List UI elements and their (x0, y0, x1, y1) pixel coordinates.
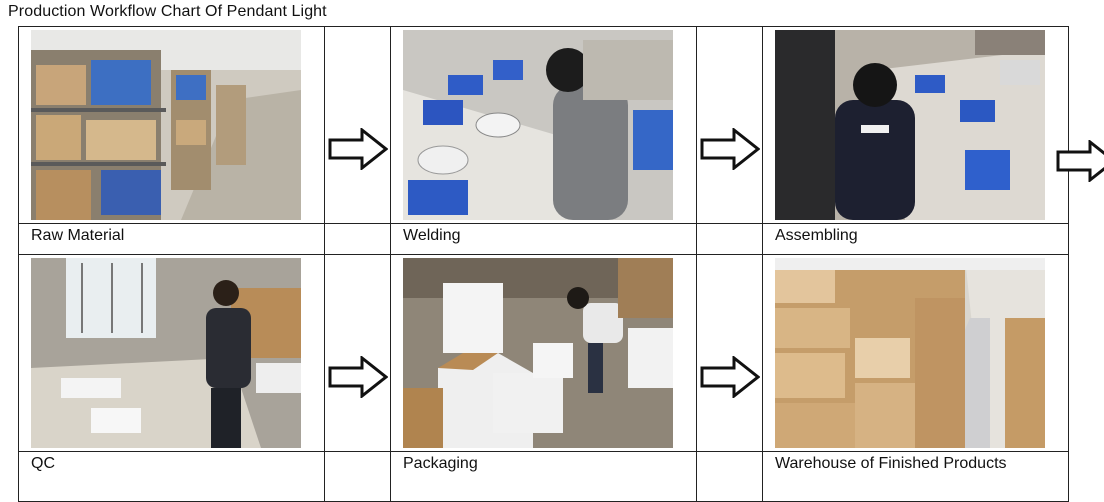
warehouse-shelves-photo (31, 30, 301, 220)
arrow-cell (324, 254, 391, 452)
step-label-welding: Welding (390, 223, 697, 255)
empty-cell (324, 451, 391, 502)
step-packaging-photo-cell (390, 254, 697, 452)
arrow-cell (696, 26, 763, 224)
welding-worker-photo (403, 30, 673, 220)
quality-control-photo (31, 258, 301, 448)
step-qc-photo-cell (18, 254, 325, 452)
arrow-cell (696, 254, 763, 452)
step-raw-material-photo-cell (18, 26, 325, 224)
step-label-qc: QC (18, 451, 325, 502)
arrow-right-icon (1056, 140, 1104, 182)
arrow-right-icon (700, 355, 760, 398)
packaging-worker-photo (403, 258, 673, 448)
assembling-workers-photo (775, 30, 1045, 220)
empty-cell (324, 223, 391, 255)
arrow-cell (324, 26, 391, 224)
arrow-right-icon (328, 355, 388, 398)
step-label-assembling: Assembling (762, 223, 1069, 255)
step-label-raw-material: Raw Material (18, 223, 325, 255)
step-assembling-photo-cell (762, 26, 1069, 224)
step-welding-photo-cell (390, 26, 697, 224)
arrow-right-icon (328, 127, 388, 170)
empty-cell (696, 451, 763, 502)
step-warehouse-photo-cell (762, 254, 1069, 452)
finished-warehouse-photo (775, 258, 1045, 448)
empty-cell (696, 223, 763, 255)
arrow-right-icon (700, 127, 760, 170)
page-title: Production Workflow Chart Of Pendant Lig… (8, 3, 327, 20)
step-label-packaging: Packaging (390, 451, 697, 502)
step-label-warehouse: Warehouse of Finished Products (762, 451, 1069, 502)
workflow-table: Raw Material Welding Assembling (18, 26, 1069, 502)
